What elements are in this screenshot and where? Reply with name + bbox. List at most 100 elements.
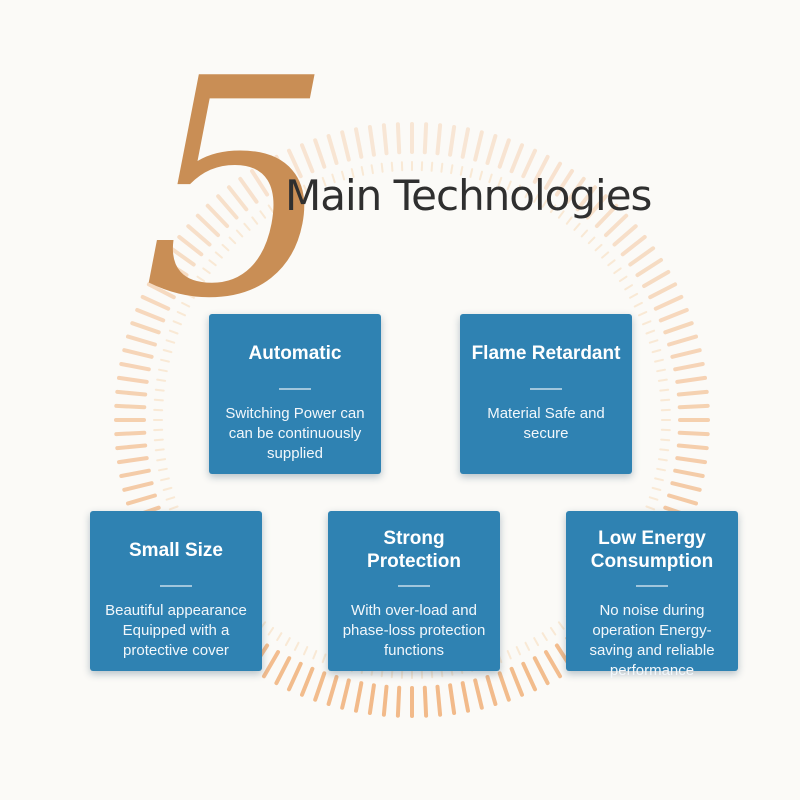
ring-tick <box>659 388 670 392</box>
ring-tick <box>154 388 165 392</box>
ring-tick <box>549 204 557 214</box>
ring-tick <box>250 169 270 197</box>
ring-tick <box>509 143 524 174</box>
ring-tick <box>117 456 149 465</box>
ring-tick <box>168 505 179 511</box>
ring-tick <box>667 334 698 347</box>
card-title: Strong Protection <box>367 528 461 572</box>
ring-tick <box>114 430 147 437</box>
ring-tick <box>587 236 596 245</box>
ring-tick <box>126 334 157 347</box>
ring-tick <box>390 161 394 172</box>
ring-tick <box>422 122 429 155</box>
ring-tick <box>146 282 176 300</box>
ring-tick <box>119 362 151 372</box>
ring-tick <box>395 122 402 155</box>
ring-tick <box>287 148 303 179</box>
ring-tick <box>450 164 454 175</box>
ring-tick <box>176 311 186 317</box>
ring-tick <box>594 243 603 252</box>
ring-tick <box>638 311 648 317</box>
ring-tick <box>541 632 548 641</box>
ring-tick <box>656 467 666 472</box>
ring-tick <box>153 270 182 288</box>
ring-tick <box>659 448 670 452</box>
card-description: With over-load and phase-loss protection… <box>342 602 486 659</box>
ring-tick <box>660 438 671 442</box>
ring-tick <box>645 329 656 335</box>
ring-tick <box>613 267 622 275</box>
ring-tick <box>216 194 239 220</box>
ring-tick <box>168 329 179 335</box>
ring-tick <box>293 189 300 199</box>
ring-tick <box>628 246 656 267</box>
ring-tick <box>594 203 619 228</box>
ring-tick <box>604 213 629 238</box>
ring-tick <box>532 656 550 686</box>
ring-tick <box>460 681 470 713</box>
feature-card-automatic: Automatic Switching Power can can be con… <box>209 314 381 474</box>
ring-tick <box>161 258 189 278</box>
ring-tick <box>177 235 204 257</box>
ring-tick <box>312 650 318 660</box>
ring-tick <box>122 481 154 492</box>
ring-tick <box>497 671 511 702</box>
ring-tick <box>251 216 259 225</box>
ring-tick <box>657 458 668 462</box>
ring-tick <box>238 176 259 204</box>
ring-tick <box>670 481 702 492</box>
ring-tick <box>488 173 493 184</box>
ring-tick <box>341 170 346 181</box>
ring-tick <box>654 358 664 363</box>
ring-tick <box>276 632 283 641</box>
card-description: Switching Power can can be continuously … <box>225 405 365 462</box>
ring-tick <box>326 675 339 706</box>
ring-tick <box>658 308 689 323</box>
ring-tick <box>205 203 230 228</box>
ring-tick <box>380 162 384 173</box>
ring-tick <box>228 236 237 245</box>
ring-tick <box>676 443 709 451</box>
feature-card-low-energy: Low Energy Consumption No noise during o… <box>566 511 738 679</box>
ring-tick <box>274 656 292 686</box>
ring-tick <box>130 321 161 335</box>
ring-tick <box>430 161 434 172</box>
ring-tick <box>160 358 170 363</box>
ring-tick <box>524 189 531 199</box>
ring-tick <box>557 621 565 630</box>
card-divider <box>279 388 311 390</box>
ring-tick <box>326 134 339 165</box>
ring-tick <box>656 368 666 373</box>
ring-tick <box>360 166 365 176</box>
ring-tick <box>485 134 498 165</box>
ring-tick <box>284 193 291 203</box>
ring-tick <box>262 161 280 190</box>
ring-tick <box>395 685 402 718</box>
ring-tick <box>675 375 707 384</box>
ring-tick <box>354 681 364 713</box>
card-title: Low Energy Consumption <box>590 528 714 572</box>
ring-tick <box>300 666 315 697</box>
ring-tick <box>267 204 275 214</box>
ring-tick <box>185 292 195 299</box>
ring-tick <box>469 168 474 178</box>
ring-tick <box>653 295 684 311</box>
ring-tick <box>287 661 303 692</box>
ring-tick <box>651 486 662 491</box>
ring-tick <box>126 493 157 506</box>
card-divider <box>398 585 430 587</box>
card-title: Flame Retardant <box>471 342 621 364</box>
ring-tick <box>181 301 191 308</box>
ring-tick <box>521 148 537 179</box>
ring-tick <box>478 170 483 181</box>
ring-tick <box>573 222 581 231</box>
ring-tick <box>154 448 165 452</box>
feature-card-strong-protection: Strong Protection With over-load and pha… <box>328 511 500 671</box>
ring-tick <box>313 671 327 702</box>
ring-tick <box>575 185 597 212</box>
ring-tick <box>673 468 705 478</box>
number-five: 5 <box>142 15 333 364</box>
ring-tick <box>533 637 540 647</box>
ring-tick <box>532 154 550 184</box>
ring-tick <box>172 320 182 326</box>
